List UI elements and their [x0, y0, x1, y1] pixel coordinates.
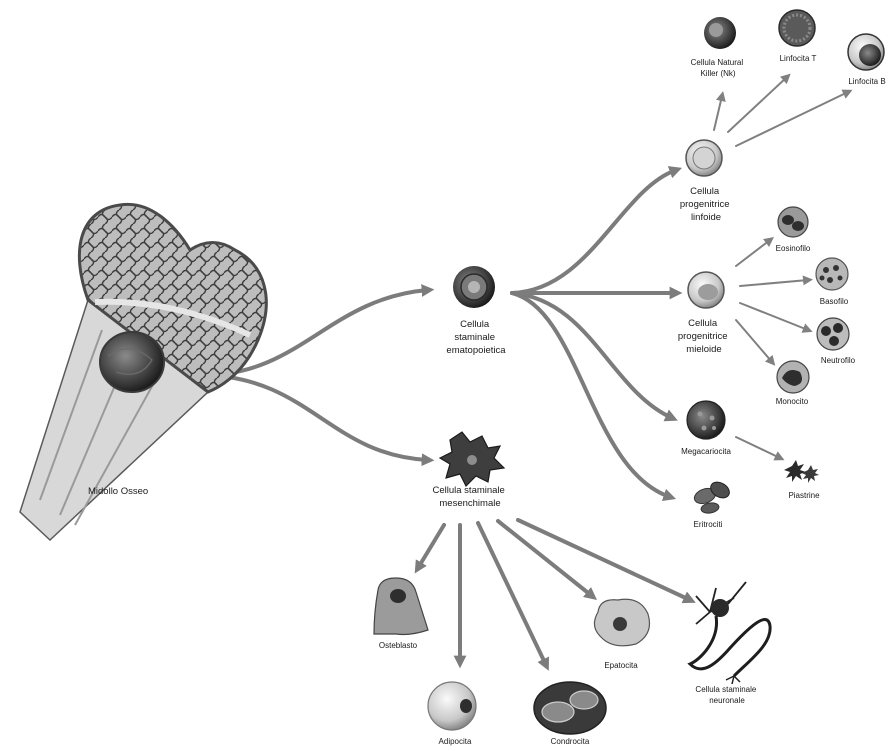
- lymphoid-progenitor-cell: [686, 140, 722, 176]
- arrow-hsc-to-lymphoid: [512, 170, 676, 293]
- label-basophil: Basofilo: [820, 297, 849, 306]
- label-neural-stem-cell: Cellula staminale neuronale: [695, 685, 758, 705]
- arrow-myeloid-to-basophil: [740, 280, 808, 286]
- megakaryocyte: [687, 401, 725, 439]
- myeloid-progenitor-cell: [688, 272, 724, 308]
- neutrophil: [817, 318, 849, 350]
- label-osteoblast: Osteblasto: [379, 641, 418, 650]
- b-cell: [848, 34, 884, 70]
- label-lymphoid-progenitor: Cellula progenitrice linfoide: [680, 186, 732, 223]
- adipocyte: [428, 682, 476, 730]
- label-myeloid-progenitor: Cellula progenitrice mieloide: [678, 318, 730, 355]
- hepatocyte: [594, 599, 649, 646]
- mesenchymal-stem-cell: [440, 432, 504, 486]
- osteoblast: [374, 578, 428, 635]
- label-monocyte: Monocito: [776, 397, 809, 406]
- label-megakaryocyte: Megacariocita: [681, 447, 731, 456]
- arrow-megakaryocyte-to-platelets: [736, 437, 780, 458]
- arrow-msc-to-chondrocyte: [478, 523, 546, 665]
- arrow-myeloid-to-eosinophil: [736, 240, 770, 266]
- label-erythrocytes: Eritrociti: [694, 520, 723, 529]
- arrow-lymphoid-to-t: [728, 77, 787, 132]
- basophil: [816, 258, 848, 290]
- arrow-myeloid-to-neutrophil: [740, 303, 808, 330]
- neural-stem-cell: [690, 582, 770, 684]
- arrow-lymphoid-to-b: [736, 92, 848, 146]
- monocyte: [777, 361, 809, 393]
- arrows: [205, 77, 848, 665]
- arrow-msc-to-osteoblast: [418, 525, 444, 568]
- arrow-marrow-to-msc: [205, 375, 428, 460]
- label-neutrophil: Neutrofilo: [821, 356, 856, 365]
- platelets: [784, 460, 819, 483]
- label-bone-marrow: Midollo Osseo: [88, 486, 148, 497]
- hematopoietic-stem-cell: [453, 266, 495, 308]
- arrow-lymphoid-to-nk: [714, 96, 722, 130]
- label-hsc: Cellula staminale ematopoietica: [446, 319, 506, 356]
- label-platelets: Piastrine: [788, 491, 820, 500]
- arrow-myeloid-to-monocyte: [736, 320, 772, 362]
- label-msc: Cellula staminale mesenchimale: [433, 485, 508, 509]
- chondrocyte: [534, 682, 606, 734]
- eosinophil: [778, 207, 808, 237]
- nk-cell: [704, 17, 736, 49]
- label-hepatocyte: Epatocita: [604, 661, 638, 670]
- label-nk-cell: Cellula Natural Killer (Nk): [691, 58, 746, 78]
- label-b-cell: Linfocita B: [848, 77, 885, 86]
- bone-marrow-cavity: [100, 332, 164, 392]
- label-t-cell: Linfocita T: [780, 54, 817, 63]
- arrow-hsc-to-erythrocytes: [512, 293, 670, 497]
- label-adipocyte: Adipocita: [439, 737, 472, 746]
- t-cell: [779, 10, 815, 46]
- erythrocytes: [692, 479, 732, 515]
- label-chondrocyte: Condrocita: [551, 737, 590, 746]
- label-eosinophil: Eosinofilo: [776, 244, 811, 253]
